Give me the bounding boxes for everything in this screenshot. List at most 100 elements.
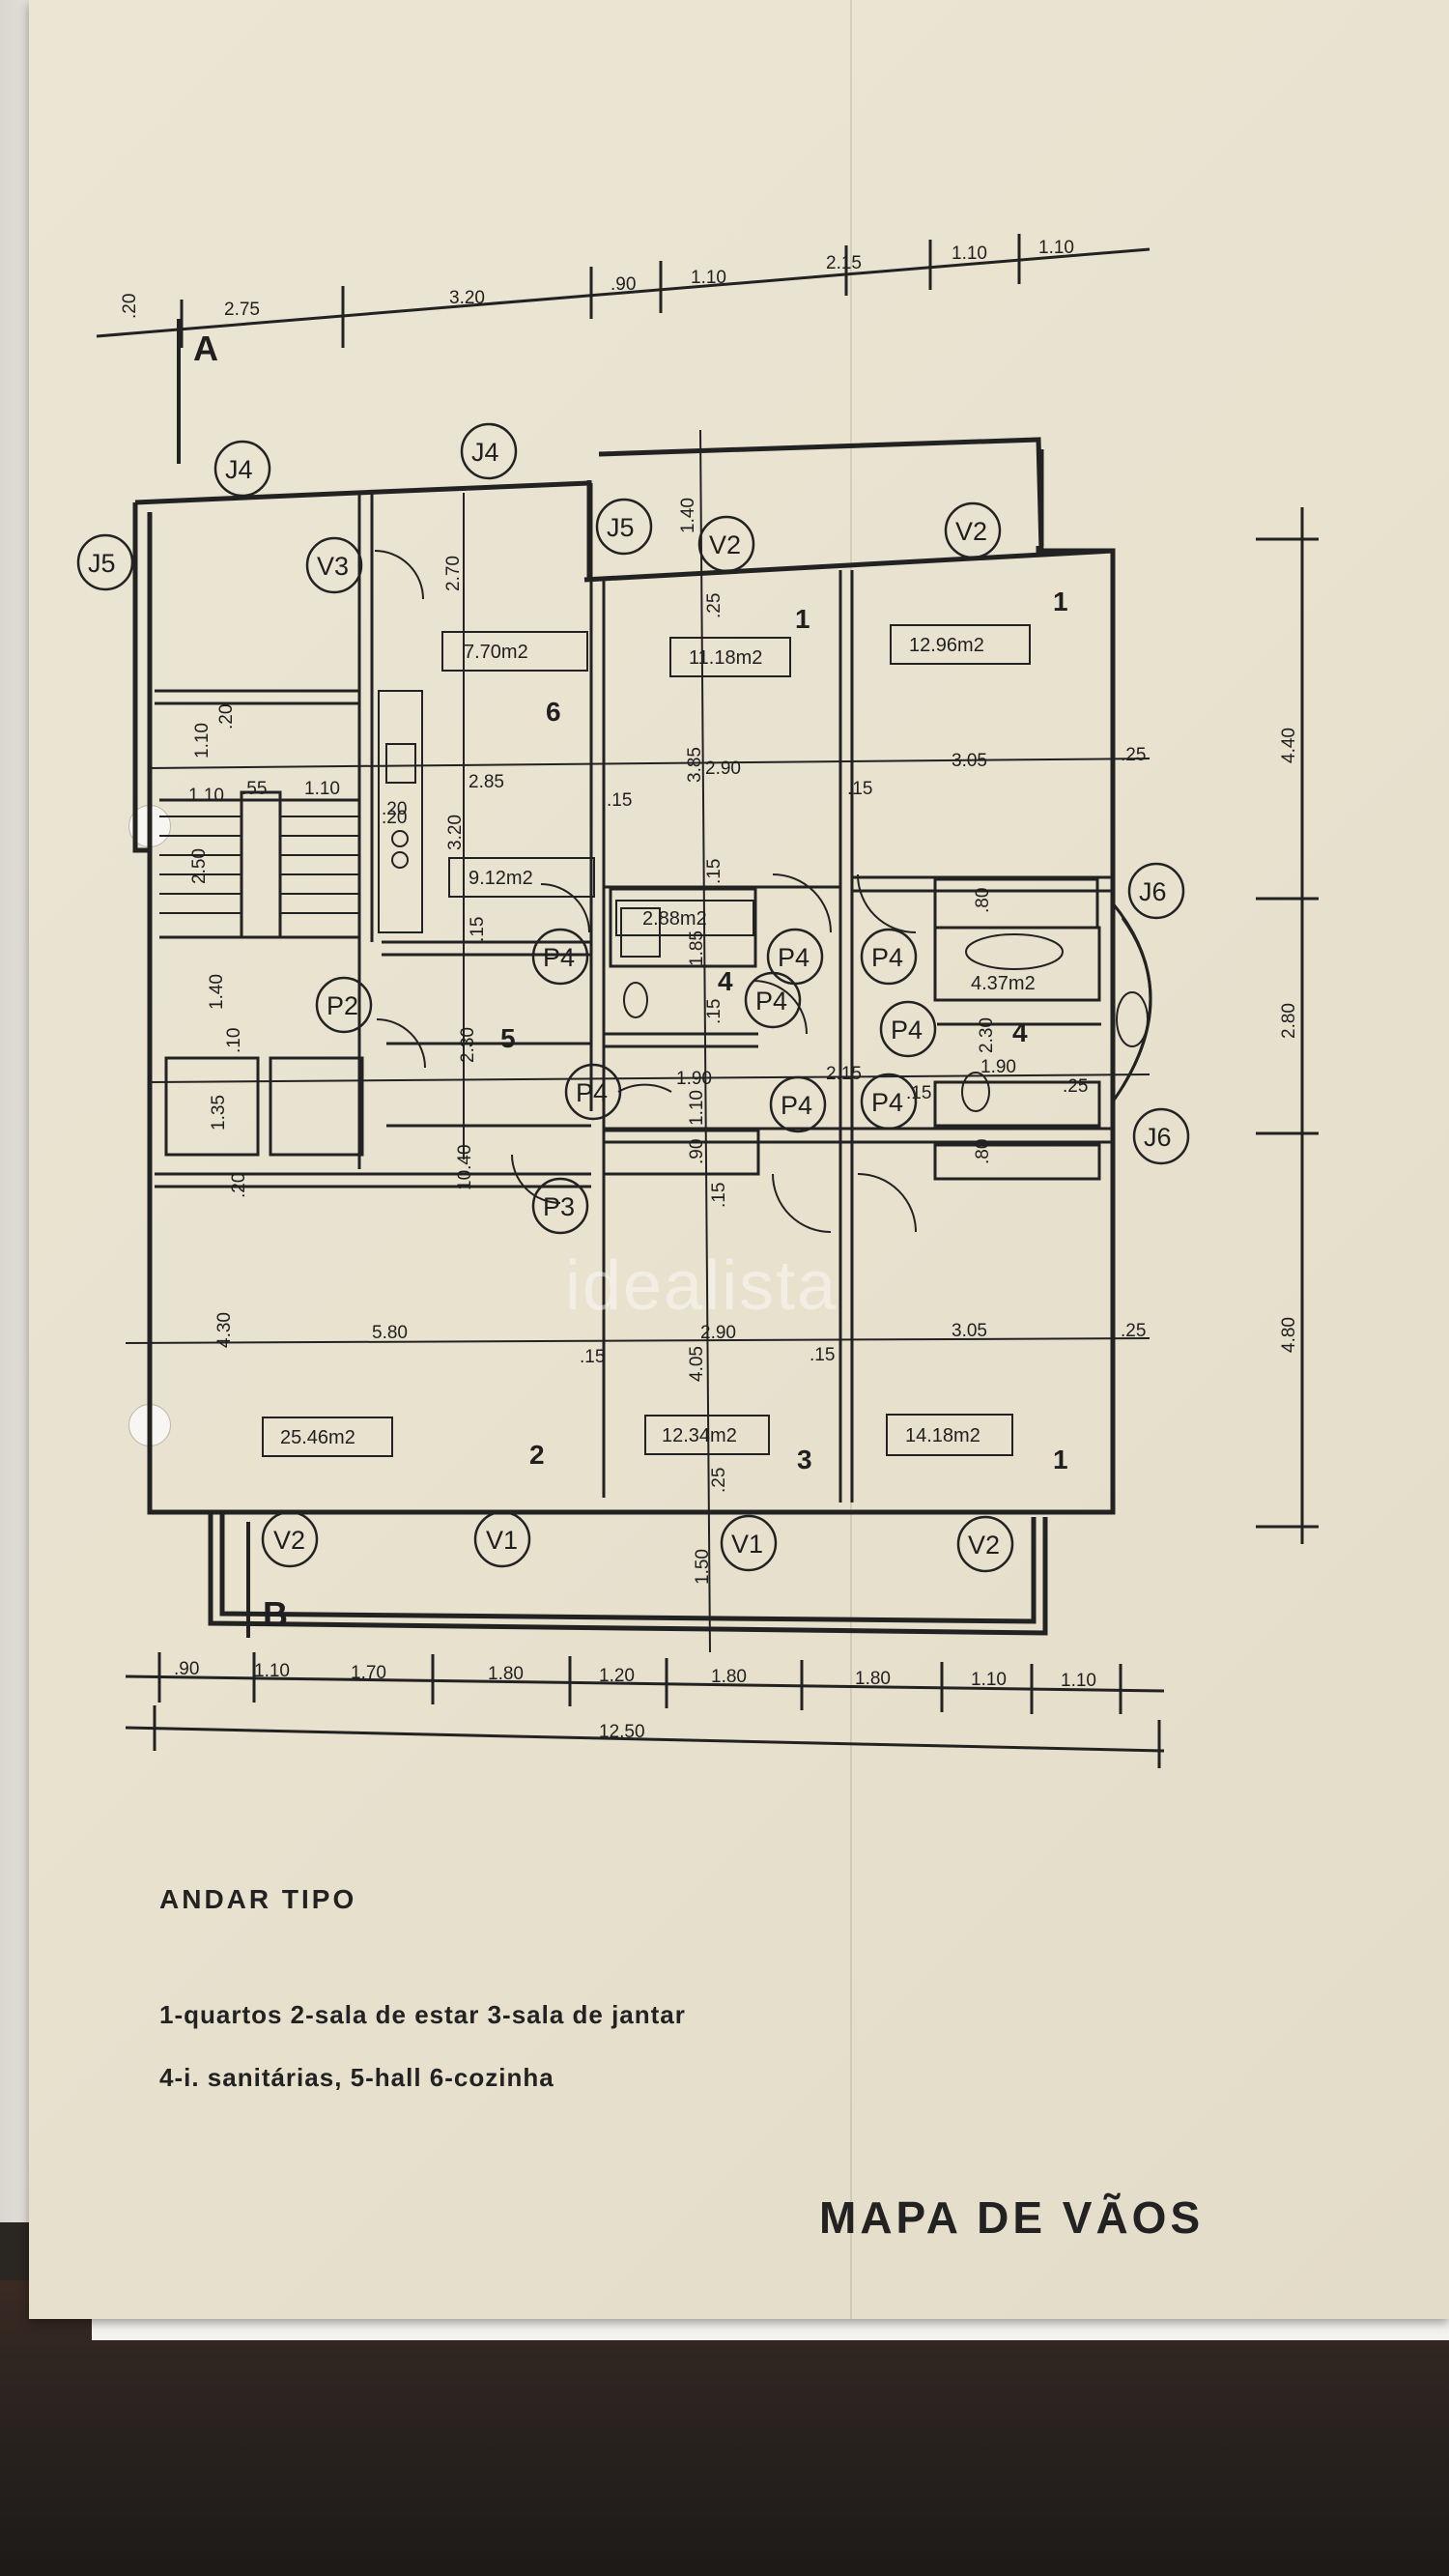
room-area: 12.96m2 bbox=[909, 635, 984, 656]
dimension-label: 1.85 bbox=[687, 930, 707, 966]
room-number: 1 bbox=[1053, 1445, 1068, 1474]
dimension-label: .20 bbox=[382, 808, 407, 828]
legend-line-2: 4-i. sanitárias, 5-hall 6-cozinha bbox=[159, 2063, 554, 2092]
dimension-label: 1.10 bbox=[952, 243, 987, 264]
dimension-label: 1.10 bbox=[687, 1090, 707, 1126]
dimension-label: .25 bbox=[704, 593, 724, 618]
dimension-label: 4.30 bbox=[214, 1312, 235, 1348]
sheet-title: MAPA DE VÃOS bbox=[819, 2192, 1205, 2243]
dimension-label: .15 bbox=[580, 1347, 605, 1367]
room-area: 11.18m2 bbox=[689, 647, 762, 669]
dimension-label: 2.30 bbox=[977, 1017, 997, 1053]
room-number: 6 bbox=[546, 697, 561, 727]
dimension-label: 1.10 bbox=[1061, 1671, 1096, 1691]
room-area: 2.88m2 bbox=[642, 908, 707, 930]
room-area: 9.12m2 bbox=[469, 868, 533, 889]
dimension-label: 1.20 bbox=[599, 1666, 635, 1686]
opening-tag: V2 bbox=[955, 517, 987, 546]
room-number: 4 bbox=[718, 966, 733, 996]
dimension-label: .10 bbox=[224, 1028, 244, 1053]
opening-tag: P4 bbox=[576, 1078, 608, 1107]
dimension-label: 2.80 bbox=[1279, 1003, 1299, 1039]
opening-tag: P4 bbox=[871, 943, 903, 972]
opening-tag: J5 bbox=[88, 549, 116, 578]
room-area: 14.18m2 bbox=[905, 1425, 980, 1446]
legend-line-1: 1-quartos 2-sala de estar 3-sala de jant… bbox=[159, 2000, 686, 2029]
dimension-label: 2.75 bbox=[224, 300, 260, 320]
dimension-label: 2.15 bbox=[826, 1064, 862, 1084]
dimension-label: 1.10 bbox=[1038, 238, 1074, 258]
dimension-label: 1.80 bbox=[855, 1669, 891, 1689]
dimension-label: 3.85 bbox=[685, 747, 705, 783]
kitchen-counter bbox=[378, 690, 423, 933]
dimension-label: 2.50 bbox=[189, 848, 210, 884]
room-area: 12.34m2 bbox=[662, 1425, 737, 1446]
dimension-label: .15 bbox=[704, 859, 724, 884]
opening-tag: P4 bbox=[781, 1091, 812, 1120]
dimension-label: .25 bbox=[1063, 1076, 1088, 1097]
opening-tag: J6 bbox=[1139, 877, 1167, 906]
dimension-label: .15 bbox=[810, 1345, 835, 1365]
dimension-label: 5.80 bbox=[372, 1323, 408, 1343]
total-dimension-label: 12.50 bbox=[599, 1722, 645, 1742]
dimension-label: 4.40 bbox=[1279, 728, 1299, 763]
dimension-label: 1.10 bbox=[971, 1670, 1007, 1690]
room-area: 25.46m2 bbox=[280, 1427, 355, 1448]
dimension-label: 3.05 bbox=[952, 1321, 987, 1341]
room-number: 4 bbox=[1012, 1017, 1028, 1047]
opening-tag: J4 bbox=[225, 455, 253, 484]
section-line bbox=[699, 429, 711, 1653]
dimension-label: .15 bbox=[709, 1183, 729, 1208]
dimension-label: .20 bbox=[382, 799, 407, 819]
dimension-label: 2.30 bbox=[458, 1027, 478, 1063]
dimension-label: 1.10 bbox=[304, 779, 340, 799]
dimension-label: 1.50 bbox=[693, 1549, 713, 1585]
dimension-label: .80 bbox=[973, 888, 993, 913]
opening-tag: V2 bbox=[709, 530, 741, 559]
dimension-label: 1.35 bbox=[209, 1095, 229, 1131]
opening-tag: V3 bbox=[317, 552, 349, 581]
dimension-label: .55 bbox=[242, 779, 267, 799]
dimension-label: 1.90 bbox=[676, 1069, 712, 1089]
dimension-label: 2.90 bbox=[705, 758, 741, 779]
axis-label-a: A bbox=[193, 329, 218, 368]
dimension-label: .15 bbox=[704, 999, 724, 1024]
room-number: 1 bbox=[795, 604, 810, 634]
room-number: 3 bbox=[797, 1445, 812, 1474]
total-dimension-line bbox=[125, 1726, 1165, 1753]
dimension-label: 1.40 bbox=[678, 498, 698, 533]
bottom-dimension-line bbox=[125, 1674, 1165, 1693]
opening-tag: P4 bbox=[543, 943, 575, 972]
dimension-label: .15 bbox=[607, 790, 632, 811]
dimension-label: .25 bbox=[1121, 1321, 1146, 1341]
dimension-label: .15 bbox=[468, 917, 488, 942]
dimension-label: .25 bbox=[1121, 745, 1146, 765]
dimension-label: 3.20 bbox=[445, 815, 466, 850]
dimension-label: 1.80 bbox=[711, 1667, 747, 1687]
dimension-label: .25 bbox=[709, 1468, 729, 1493]
dimension-label: .15 bbox=[847, 779, 872, 799]
dimension-label: 2.70 bbox=[443, 556, 464, 591]
dimension-label: 1.90 bbox=[980, 1057, 1016, 1077]
opening-tag: V2 bbox=[968, 1531, 1000, 1560]
dimension-label: 1.80 bbox=[488, 1664, 524, 1684]
outer-walls bbox=[132, 437, 1116, 1636]
dimension-label: .15 bbox=[906, 1083, 931, 1103]
dimension-label: 2.85 bbox=[469, 772, 504, 792]
dimension-label: 3.05 bbox=[952, 751, 987, 771]
dimension-label: 1.40 bbox=[207, 974, 227, 1010]
room-area: 7.70m2 bbox=[464, 642, 528, 663]
watermark: idealista bbox=[565, 1247, 838, 1325]
opening-tag: J6 bbox=[1144, 1123, 1172, 1152]
dimension-label: 1.10 bbox=[691, 268, 726, 288]
dimension-label: 1.70 bbox=[351, 1663, 386, 1683]
opening-tag: V2 bbox=[273, 1526, 305, 1555]
dimension-label: 1.10 bbox=[192, 723, 213, 758]
dimension-label: 4.80 bbox=[1279, 1317, 1299, 1353]
dimension-label: .80 bbox=[973, 1139, 993, 1164]
opening-tag: P3 bbox=[543, 1192, 575, 1221]
opening-tag: V1 bbox=[486, 1526, 518, 1555]
room-number: 1 bbox=[1053, 587, 1068, 616]
dimension-label: 10.40 bbox=[455, 1144, 475, 1190]
interior-walls bbox=[155, 483, 1113, 1503]
